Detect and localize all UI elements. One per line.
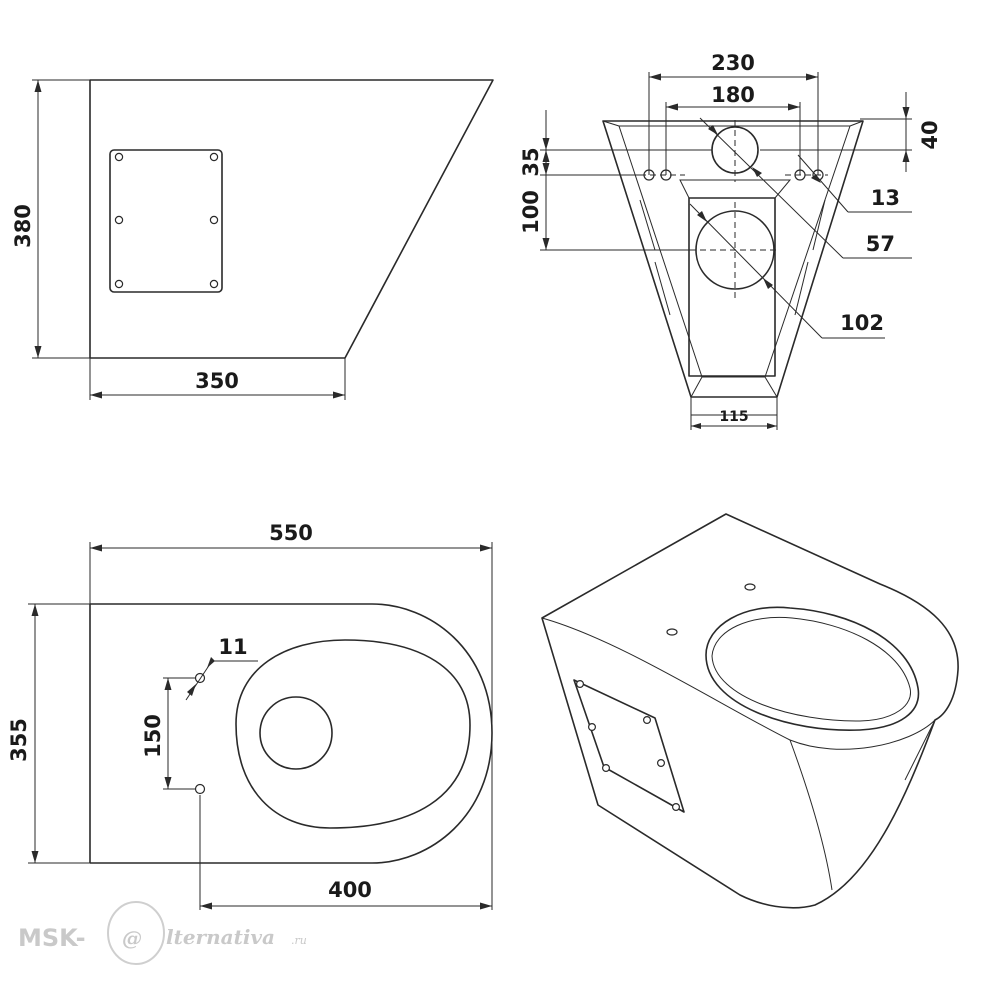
top-view: 550 355 150 11: [7, 521, 493, 910]
iso-body-outline: [541, 513, 959, 909]
watermark-brand: MSK-: [18, 924, 86, 952]
side-view-body: [89, 79, 494, 359]
dim-top-400-label: 400: [328, 878, 372, 902]
isometric-view: [541, 513, 959, 909]
rear-view-outlet-channel: [688, 197, 776, 377]
leader-102: 102: [689, 203, 885, 339]
leader-11: 11: [185, 635, 258, 701]
dim-rear-230-label: 230: [711, 51, 755, 75]
dim-top-550: 550: [89, 521, 493, 910]
rear-view-outline: [602, 120, 864, 398]
dim-side-width-label: 350: [195, 369, 239, 393]
leader-11-label: 11: [218, 635, 247, 659]
dim-rear-100: 100: [519, 150, 696, 251]
dim-rear-40-label: 40: [918, 120, 942, 149]
dim-rear-115-label: 115: [719, 409, 748, 425]
watermark-brand-tail: lternativa: [166, 925, 275, 949]
watermark-logo: MSK- @ lternativa .ru: [18, 901, 307, 965]
iso-top-hole-1: [666, 628, 678, 636]
leader-57-label: 57: [866, 232, 895, 256]
side-view: 380 350: [11, 79, 494, 400]
top-view-bowl-rim: [235, 639, 471, 829]
iso-side-panel: [573, 679, 685, 813]
leader-57: 57: [699, 117, 912, 259]
top-view-mount-hole-bottom: [194, 783, 206, 795]
iso-bowl-rim-inner: [711, 616, 911, 722]
watermark-a-letter: @: [122, 926, 142, 950]
dim-top-150: 150: [141, 677, 196, 790]
dim-side-height-label: 380: [11, 204, 35, 248]
dim-top-355-label: 355: [7, 718, 31, 762]
iso-side-panel-screws: [575, 679, 680, 811]
leader-13: 13: [797, 154, 912, 213]
iso-top-hole-2: [744, 583, 756, 591]
dim-side-width: 350: [89, 358, 346, 400]
side-view-panel-screws: [114, 152, 219, 289]
dim-top-150-label: 150: [141, 714, 165, 758]
dim-rear-35: 35: [519, 110, 712, 177]
dim-rear-180-label: 180: [711, 83, 755, 107]
dim-rear-115: 115: [690, 409, 778, 430]
top-view-drain: [259, 696, 333, 770]
iso-top-edge: [541, 617, 936, 750]
iso-bowl-rim-outer: [705, 606, 920, 731]
dim-side-height: 380: [11, 79, 90, 359]
side-view-panel: [109, 149, 223, 293]
leader-13-label: 13: [871, 186, 900, 210]
watermark-domain: .ru: [291, 934, 307, 947]
dim-top-400: 400: [199, 795, 492, 910]
dim-rear-230: 230: [648, 51, 819, 175]
dim-rear-100-label: 100: [519, 190, 543, 234]
dim-rear-180: 180: [665, 83, 801, 175]
dim-top-550-label: 550: [269, 521, 313, 545]
rear-view: 230 180 40 35: [519, 51, 942, 430]
leader-102-label: 102: [840, 311, 884, 335]
dim-rear-35-label: 35: [519, 147, 543, 176]
dim-rear-40: 40: [760, 92, 942, 172]
dim-top-355: 355: [7, 603, 90, 864]
